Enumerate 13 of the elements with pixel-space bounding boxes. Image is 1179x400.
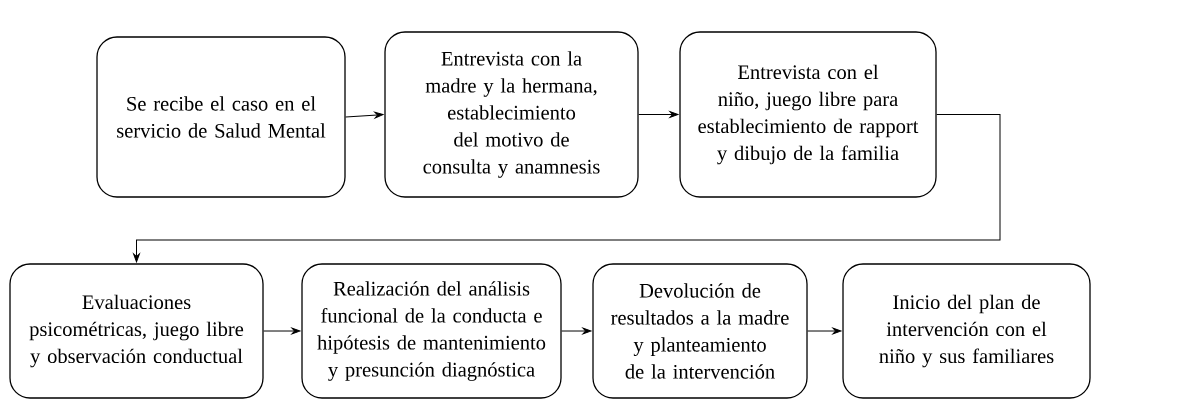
arrow <box>561 327 592 335</box>
process-box: Devolución de resultados a la madre y planteamiento de la intervención <box>592 263 808 399</box>
arrow <box>133 114 1001 263</box>
arrow <box>345 111 384 119</box>
process-box: Se recibe el caso en el servicio de Salud Mental <box>96 36 346 198</box>
process-box: Entrevista con el niño, juego libre para establecimiento de rapport y dibujo de la familia <box>679 31 937 198</box>
process-box: Realización del análisis funcional de la conducta e hipótesis de mantenimiento y presunción diagnóstica <box>301 263 562 399</box>
arrow <box>263 327 301 335</box>
arrow <box>807 327 842 335</box>
process-box: Evaluaciones psicométricas, juego libre y observación conductual <box>9 263 264 399</box>
arrow <box>638 111 679 118</box>
process-box: Inicio del plan de intervención con el niño y sus familiares <box>842 263 1091 399</box>
process-box: Entrevista con la madre y la hermana, establecimiento del motivo de consulta y anamnesis <box>384 31 639 198</box>
